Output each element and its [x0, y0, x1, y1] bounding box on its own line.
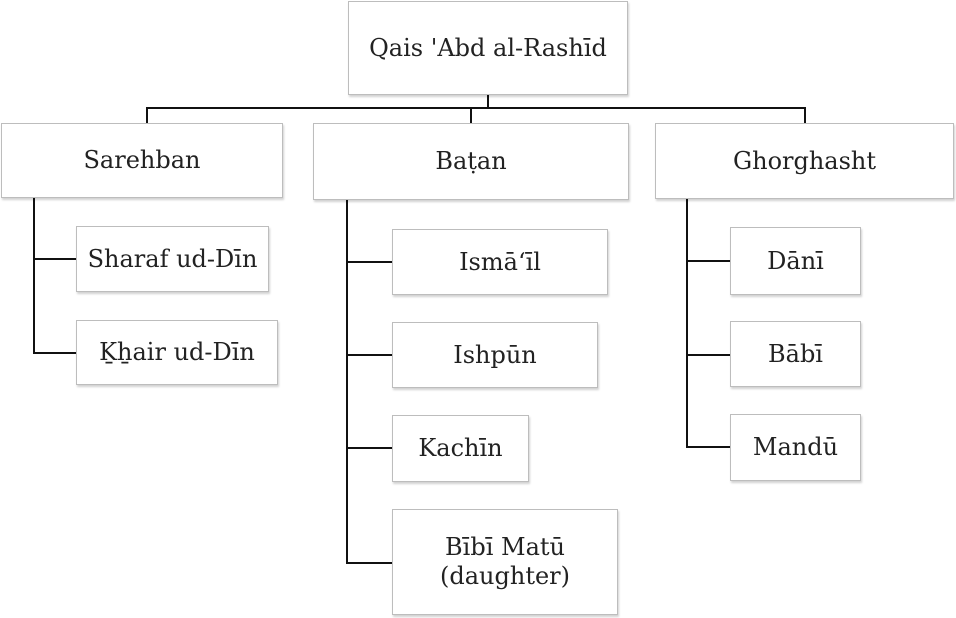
child-node-sharaf-ud-din: Sharaf ud-Dīn — [76, 226, 269, 292]
connector-sarehban-child-1 — [33, 258, 77, 260]
connector-ghorghasht-child-1 — [686, 260, 731, 262]
child-node-ismail: Ismāʻīl — [392, 229, 608, 295]
child-node-kachin: Kachīn — [392, 415, 529, 482]
child-node-khair-ud-din: Ḵẖair ud-Dīn — [76, 320, 278, 385]
connector-batan-trunk — [346, 200, 348, 564]
connector-batan-child-1 — [346, 261, 393, 263]
connector-root-bus — [146, 107, 806, 109]
connector-to-sarehban — [146, 107, 148, 124]
connector-sarehban-child-2 — [33, 352, 77, 354]
connector-batan-child-4 — [346, 562, 393, 564]
root-node: Qais 'Abd al-Rashīd — [348, 1, 628, 95]
connector-batan-child-2 — [346, 354, 393, 356]
connector-to-ghorghasht — [804, 107, 806, 124]
branch-node-batan: Baṭan — [313, 123, 629, 200]
connector-sarehban-trunk — [33, 198, 35, 354]
connector-ghorghasht-trunk — [686, 199, 688, 448]
branch-node-sarehban: Sarehban — [1, 123, 283, 198]
child-node-bibi-matu: Bībī Matū (daughter) — [392, 509, 618, 615]
child-node-mandu: Mandū — [730, 414, 861, 481]
branch-node-ghorghasht: Ghorghasht — [655, 123, 954, 199]
connector-to-batan — [470, 107, 472, 124]
child-node-ishpun: Ishpūn — [392, 322, 598, 388]
child-node-babi: Bābī — [730, 321, 861, 387]
connector-ghorghasht-child-2 — [686, 354, 731, 356]
connector-batan-child-3 — [346, 447, 393, 449]
connector-ghorghasht-child-3 — [686, 446, 731, 448]
connector-root-down — [487, 95, 489, 109]
child-node-dani: Dānī — [730, 227, 861, 295]
